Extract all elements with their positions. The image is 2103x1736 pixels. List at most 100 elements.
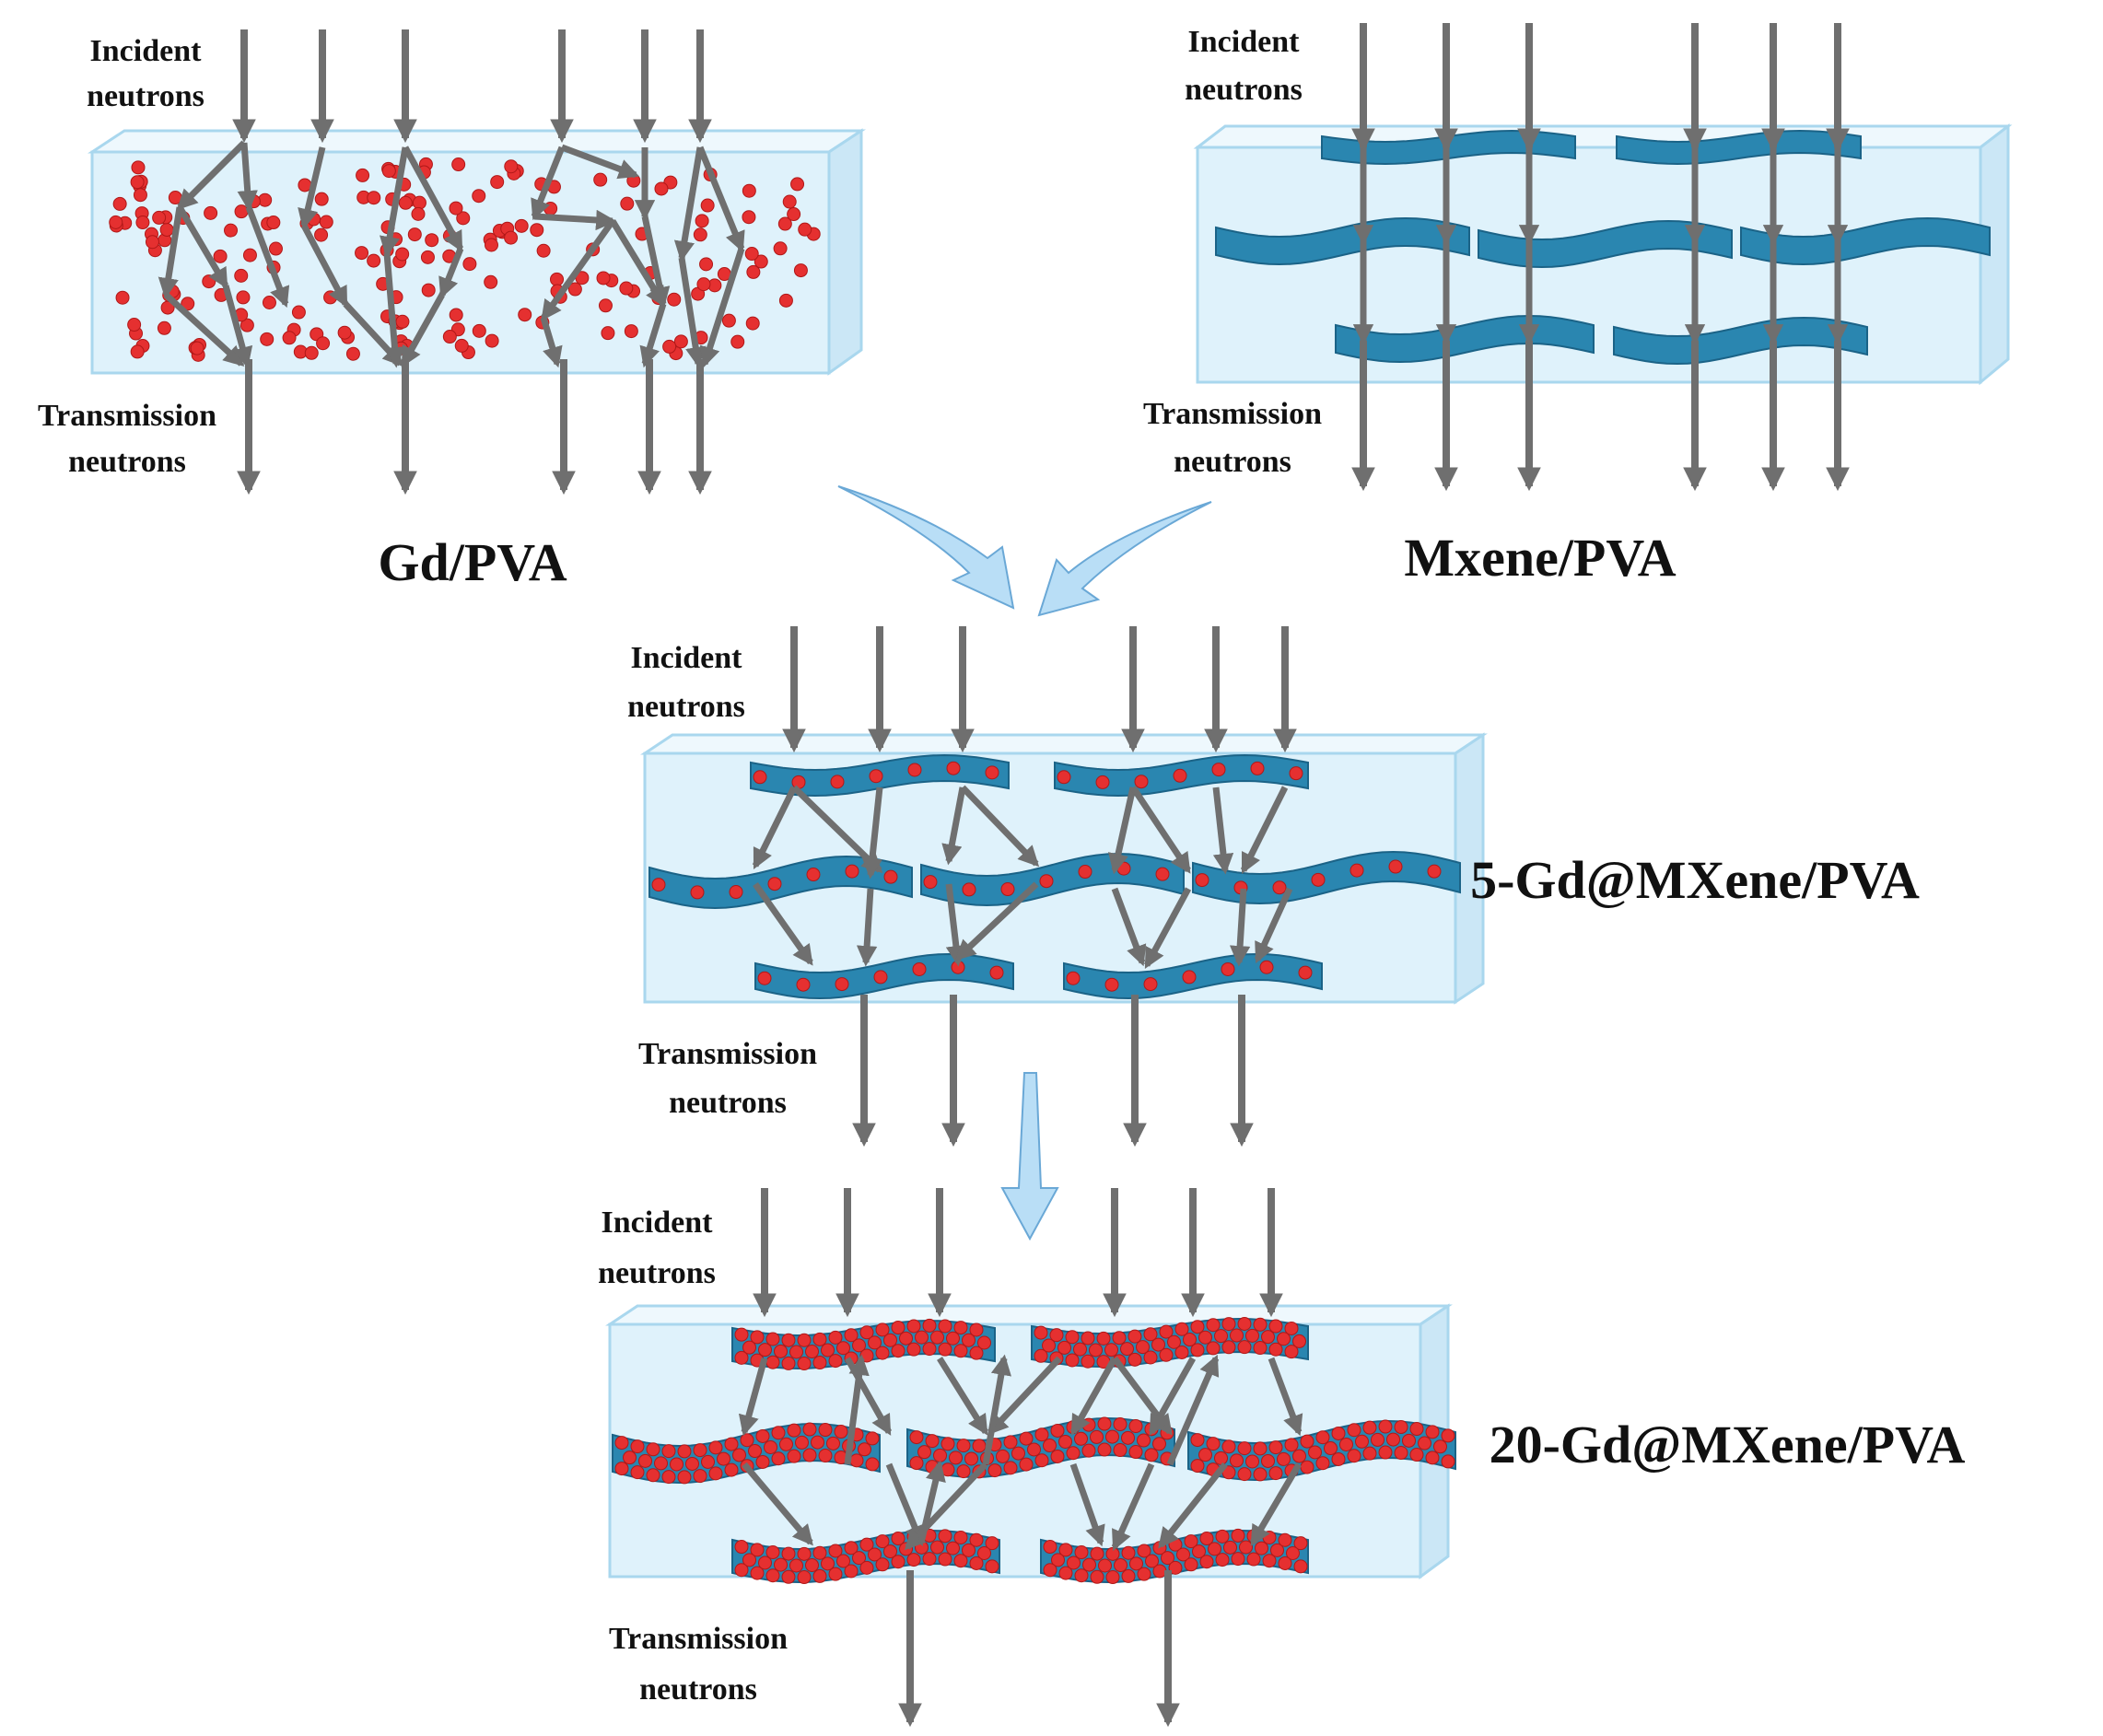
gd-particle-icon bbox=[1090, 1429, 1104, 1444]
gd-particle-icon bbox=[1097, 1442, 1112, 1457]
gd-particle-icon bbox=[930, 1330, 944, 1345]
gd-particle-icon bbox=[787, 1449, 801, 1463]
gd-particle-icon bbox=[828, 1354, 843, 1369]
gd-particle-icon bbox=[962, 1333, 976, 1347]
gd-particle-icon bbox=[789, 1558, 803, 1573]
gd-particle-icon bbox=[849, 1453, 864, 1468]
gd-particle-icon bbox=[941, 1437, 955, 1451]
neutron-arrow-icon bbox=[531, 146, 566, 221]
gd-particle-icon bbox=[456, 211, 471, 226]
incident-arrows bbox=[232, 29, 712, 144]
gd-particle-icon bbox=[868, 1335, 882, 1350]
gd-particle-icon bbox=[462, 257, 477, 272]
neutron-arrow-icon bbox=[1130, 786, 1191, 874]
gd-particle-icon bbox=[781, 1546, 796, 1561]
gd-particle-icon bbox=[1292, 1449, 1306, 1463]
gd-particle-icon bbox=[891, 1555, 905, 1569]
gd-particle-icon bbox=[630, 1439, 645, 1454]
gd-particle-icon bbox=[730, 334, 745, 349]
gd-particle-icon bbox=[1199, 1532, 1214, 1546]
neutron-arrow-icon bbox=[1111, 887, 1147, 967]
gd-particle-icon bbox=[109, 215, 123, 229]
gd-particle-icon bbox=[693, 1443, 707, 1458]
gd-particle-icon bbox=[964, 1451, 978, 1466]
gd-particle-icon bbox=[670, 1457, 683, 1472]
gd-particle-icon bbox=[797, 1357, 812, 1371]
gd-particle-icon bbox=[304, 345, 319, 360]
neutron-arrow-icon bbox=[541, 218, 615, 321]
neutron-arrow-icon bbox=[1158, 1462, 1228, 1549]
gd-particle-icon bbox=[1221, 1439, 1236, 1454]
gd-particle-icon bbox=[112, 196, 127, 211]
gd-particle-icon bbox=[1284, 1321, 1299, 1335]
gd-particle-icon bbox=[667, 292, 682, 307]
gd-particle-icon bbox=[395, 247, 410, 262]
gd-particle-icon bbox=[865, 1457, 880, 1472]
gd-particle-icon bbox=[989, 965, 1004, 980]
gd-particle-icon bbox=[1155, 867, 1170, 881]
gd-particle-icon bbox=[1253, 1341, 1268, 1356]
gd-particle-icon bbox=[969, 1346, 984, 1360]
flow-arrows bbox=[837, 485, 1212, 1241]
flow-arrow-down bbox=[1000, 1072, 1059, 1241]
gd-particle-icon bbox=[314, 227, 329, 242]
gd-particle-icon bbox=[323, 290, 338, 305]
gd-particle-icon bbox=[131, 160, 146, 175]
gd-particle-icon bbox=[1394, 1420, 1408, 1435]
gd-particle-icon bbox=[1019, 1431, 1034, 1446]
panel-title-5-gd-mxene-pva: 5-Gd@MXene/PVA bbox=[1470, 850, 1920, 910]
gd-particle-icon bbox=[630, 1465, 645, 1480]
neutron-arrow-icon bbox=[1148, 1357, 1197, 1436]
neutron-arrow-icon bbox=[300, 224, 349, 308]
incident-label-line2: neutrons bbox=[627, 690, 745, 724]
gd-particle-icon bbox=[721, 313, 736, 328]
gd-particle-icon bbox=[781, 1333, 796, 1347]
gd-particle-icon bbox=[1182, 970, 1197, 985]
gd-particle-icon bbox=[1043, 1563, 1057, 1578]
gd-particle-icon bbox=[859, 1537, 874, 1552]
gd-particle-icon bbox=[614, 1436, 629, 1451]
gd-particle-icon bbox=[1253, 1317, 1268, 1332]
gd-particle-icon bbox=[906, 1342, 921, 1357]
neutron-arrow-icon bbox=[610, 219, 666, 308]
gd-particle-icon bbox=[1293, 1536, 1308, 1551]
gd-particle-icon bbox=[190, 341, 204, 355]
gd-particle-icon bbox=[1339, 1437, 1353, 1451]
gd-particle-icon bbox=[242, 248, 257, 262]
gd-particle-icon bbox=[1113, 1417, 1127, 1432]
neutron-arrow-icon bbox=[987, 1356, 1062, 1436]
gd-particle-icon bbox=[1174, 1345, 1189, 1359]
gd-particle-icon bbox=[168, 191, 182, 205]
gd-particle-icon bbox=[1073, 1342, 1087, 1357]
gd-particle-icon bbox=[1034, 1325, 1048, 1340]
gd-particle-icon bbox=[972, 1439, 987, 1453]
gd-particle-icon bbox=[1066, 971, 1081, 985]
gd-particle-icon bbox=[938, 1529, 952, 1544]
gd-particle-icon bbox=[543, 201, 558, 216]
gd-particle-icon bbox=[1230, 1328, 1244, 1343]
gd-particle-icon bbox=[601, 326, 615, 341]
gd-particle-icon bbox=[1050, 1423, 1065, 1438]
gd-particle-icon bbox=[135, 216, 150, 230]
gd-particle-icon bbox=[1184, 1534, 1198, 1549]
gd-particle-icon bbox=[953, 1531, 968, 1545]
gd-particle-icon bbox=[1190, 1433, 1205, 1448]
gd-particle-icon bbox=[614, 1462, 629, 1476]
gd-particle-icon bbox=[484, 274, 498, 289]
gd-particle-icon bbox=[891, 1344, 905, 1358]
neutron-arrow-icon bbox=[752, 786, 798, 870]
gd-particle-icon bbox=[407, 227, 422, 242]
gd-particle-icon bbox=[745, 316, 760, 331]
gd-particle-icon bbox=[1121, 1545, 1136, 1560]
gd-particle-icon bbox=[530, 223, 544, 238]
gd-particle-icon bbox=[1027, 1442, 1041, 1457]
gd-particle-icon bbox=[1129, 1556, 1143, 1571]
gd-particle-icon bbox=[1003, 1461, 1018, 1475]
neutron-arrow-icon bbox=[1268, 1357, 1303, 1437]
gd-particle-icon bbox=[268, 241, 283, 256]
gd-particle-icon bbox=[826, 1436, 840, 1451]
flow-arrow-left bbox=[837, 485, 1015, 610]
gd-particle-icon bbox=[1190, 1343, 1205, 1357]
gd-particle-icon bbox=[1151, 1337, 1165, 1352]
gd-particle-icon bbox=[127, 318, 142, 332]
